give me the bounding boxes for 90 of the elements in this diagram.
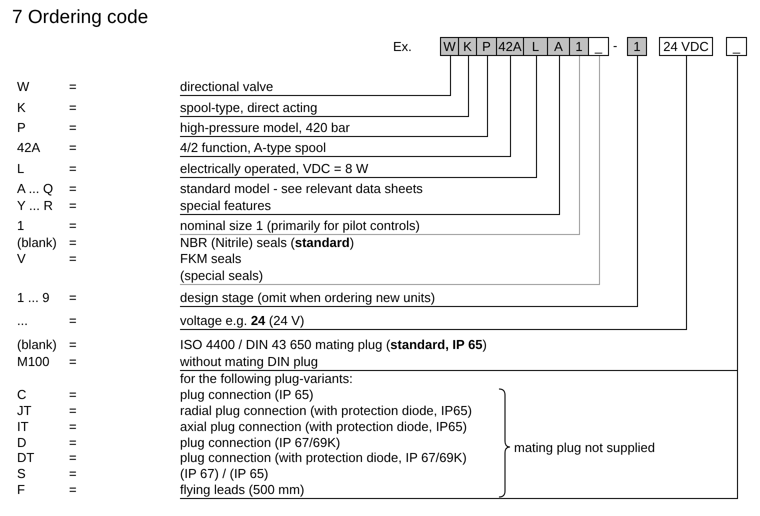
option-description: directional valve [180, 78, 274, 95]
option-code: (blank) [17, 337, 57, 354]
equals-sign: = [69, 354, 77, 370]
option-code: K [17, 100, 26, 116]
equals-sign: = [69, 235, 77, 252]
equals-sign: = [69, 290, 77, 306]
code-field: K [458, 37, 477, 56]
code-field: A [547, 37, 570, 56]
option-description: NBR (Nitrile) seals (standard) [180, 235, 354, 252]
equals-sign: = [69, 251, 77, 268]
option-code: IT [17, 418, 29, 436]
leader-line [180, 56, 687, 330]
bracket-note: mating plug not supplied [514, 439, 655, 456]
option-description: (special seals) [180, 268, 264, 284]
option-code: D [17, 434, 26, 451]
leader-line [180, 56, 638, 307]
option-code: A ... Q [17, 181, 54, 198]
option-description: high-pressure model, 420 bar [180, 120, 350, 136]
equals-sign: = [69, 466, 77, 483]
equals-sign: = [69, 218, 77, 234]
option-description: plug connection (with protection diode, IP 67/69K) [180, 450, 467, 467]
option-code: C [17, 386, 26, 404]
option-code: F [17, 482, 25, 499]
option-description: radial plug connection (with protection diode, IP65) [180, 402, 472, 420]
option-code: L [17, 160, 24, 177]
option-code: S [17, 466, 26, 483]
option-code: 42A [17, 140, 40, 156]
leader-line [180, 56, 537, 178]
option-description: for the following plug-variants: [180, 371, 353, 388]
leader-line [180, 56, 580, 235]
option-code: W [17, 78, 30, 95]
option-description: plug connection (IP 67/69K) [180, 434, 340, 451]
leader-line [180, 56, 451, 96]
option-description: spool-type, direct acting [180, 100, 318, 116]
option-description: design stage (omit when ordering new units) [180, 290, 436, 306]
option-description: special features [180, 198, 272, 214]
option-description: nominal size 1 (primarily for pilot controls) [180, 218, 420, 234]
option-description: standard model - see relevant data sheets [180, 181, 423, 198]
equals-sign: = [69, 140, 77, 156]
option-description: axial plug connection (with protection diode, IP65) [180, 418, 467, 436]
option-code: V [17, 251, 26, 268]
separator-dash: - [613, 37, 618, 54]
code-field: 1 [569, 37, 589, 56]
equals-sign: = [69, 482, 77, 499]
option-code: JT [17, 402, 32, 420]
option-description: ISO 4400 / DIN 43 650 mating plug (standard, IP 65) [180, 337, 487, 354]
equals-sign: = [69, 386, 77, 404]
option-description: 4/2 function, A-type spool [180, 140, 326, 156]
equals-sign: = [69, 450, 77, 467]
option-description: plug connection (IP 65) [180, 386, 314, 404]
example-label: Ex. [393, 38, 412, 55]
option-description: (IP 67) / (IP 65) [180, 466, 268, 483]
option-description: flying leads (500 mm) [180, 482, 304, 499]
equals-sign: = [69, 181, 77, 198]
code-field: P [476, 37, 497, 56]
leader-line [180, 56, 488, 137]
equals-sign: = [69, 78, 77, 95]
option-description: voltage e.g. 24 (24 V) [180, 312, 304, 329]
leader-line [180, 56, 560, 215]
option-description: FKM seals [180, 251, 242, 268]
equals-sign: = [69, 418, 77, 436]
code-field: W [440, 37, 459, 56]
equals-sign: = [69, 402, 77, 420]
leader-line [180, 56, 469, 117]
code-field: 1 [627, 37, 647, 56]
equals-sign: = [69, 160, 77, 177]
leader-line [180, 56, 600, 285]
code-field: _ [588, 37, 609, 56]
leader-line [180, 56, 511, 157]
option-code: Y ... R [17, 198, 53, 214]
option-code: P [17, 120, 26, 136]
equals-sign: = [69, 100, 77, 116]
option-description: electrically operated, VDC = 8 W [180, 160, 368, 177]
option-code: ... [17, 312, 28, 329]
equals-sign: = [69, 434, 77, 451]
option-code: (blank) [17, 235, 57, 252]
section-heading: 7 Ordering code [12, 7, 148, 29]
equals-sign: = [69, 337, 77, 354]
option-code: 1 ... 9 [17, 290, 50, 306]
code-field: 42A [496, 37, 524, 56]
option-code: DT [17, 450, 34, 467]
code-field: L [523, 37, 548, 56]
equals-sign: = [69, 312, 77, 329]
option-code: M100 [17, 354, 50, 370]
option-description: without mating DIN plug [180, 354, 318, 370]
code-field: _ [726, 37, 747, 56]
code-field: 24 VDC [659, 37, 713, 56]
equals-sign: = [69, 120, 77, 136]
option-code: 1 [17, 218, 24, 234]
equals-sign: = [69, 198, 77, 214]
